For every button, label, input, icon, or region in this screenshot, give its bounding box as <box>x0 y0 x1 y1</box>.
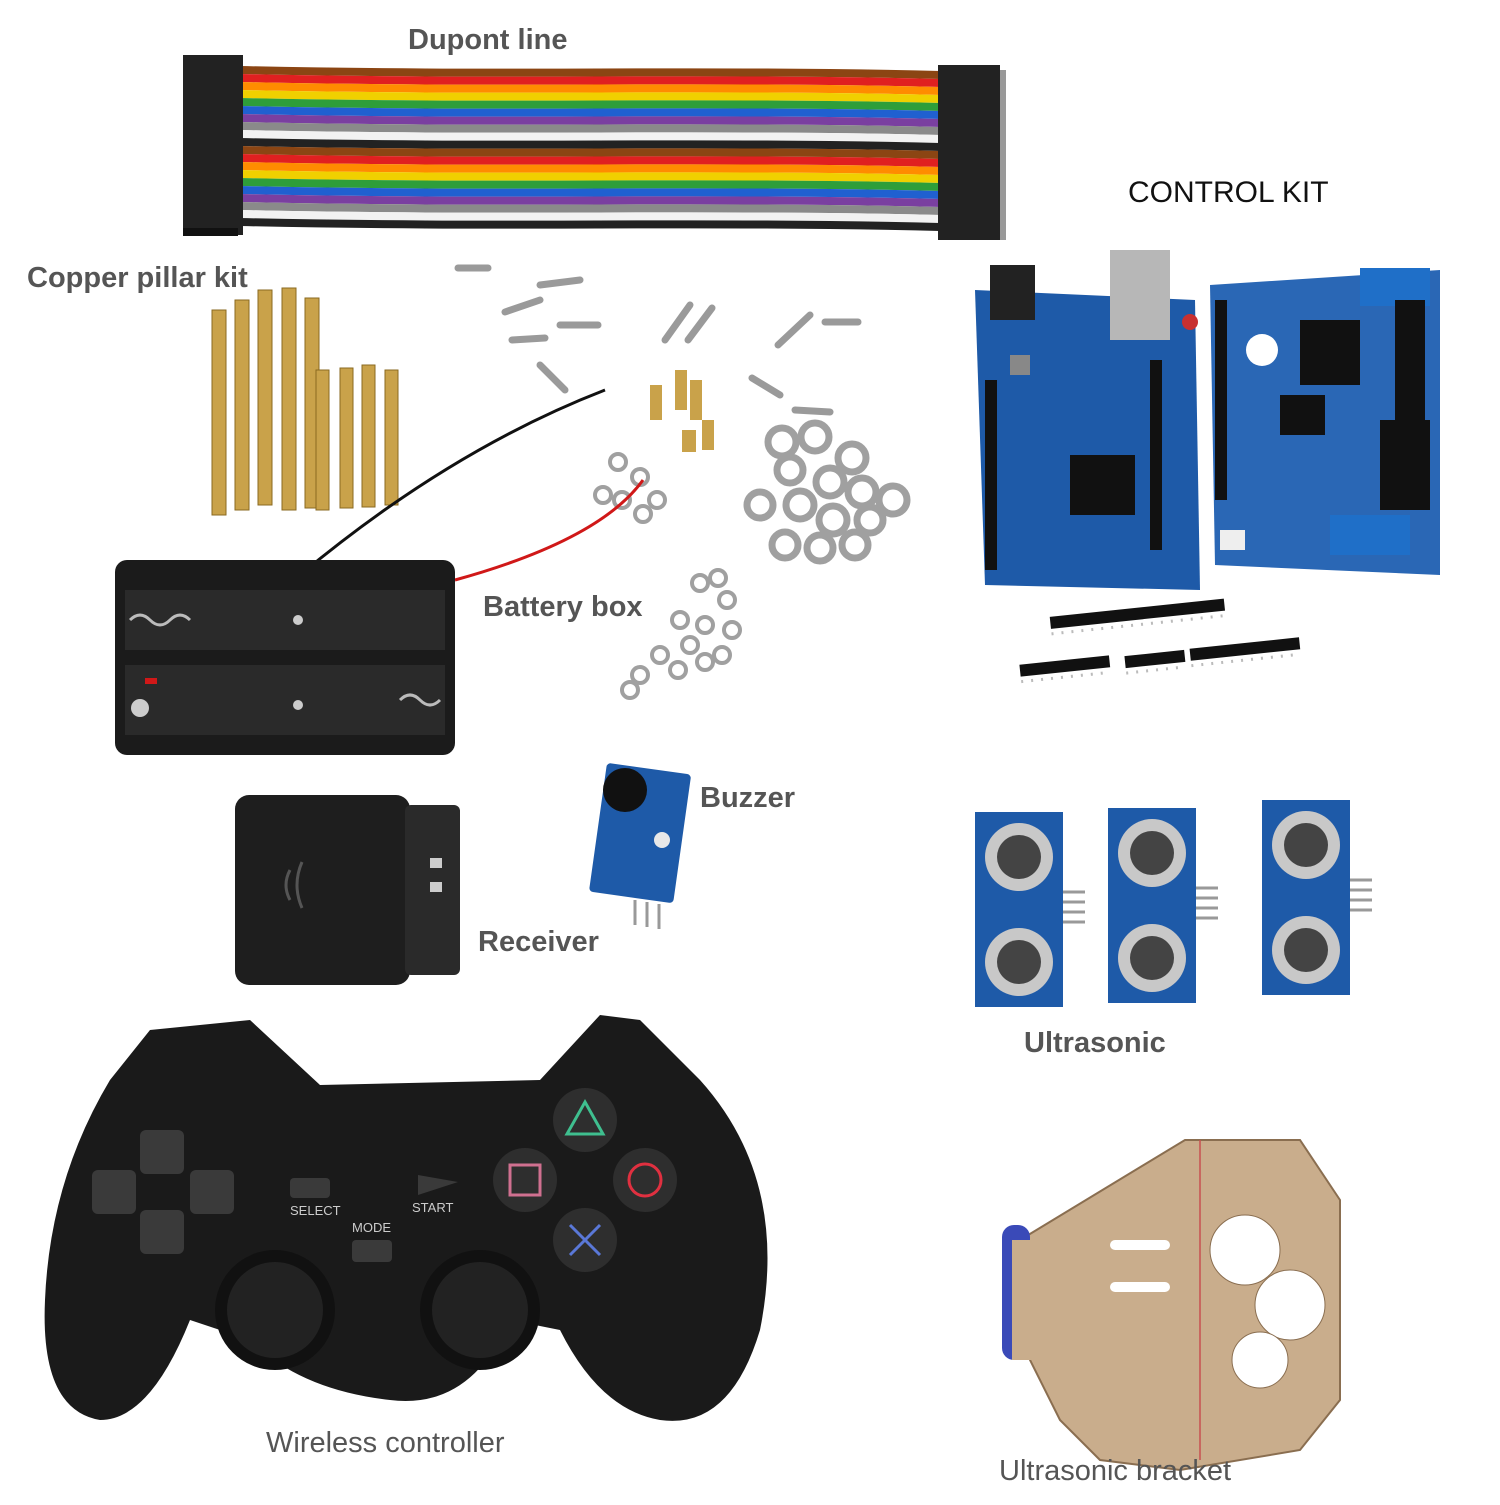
dupont-wire <box>239 186 941 199</box>
battery-box-label: Battery box <box>483 591 643 623</box>
washer <box>633 504 653 524</box>
dupont-wire <box>239 114 941 127</box>
wireless-controller-image: SELECT MODE START <box>44 1015 768 1421</box>
washer <box>875 482 911 518</box>
washer <box>708 568 728 588</box>
dupont-line-label: Dupont line <box>408 24 568 56</box>
dupont-connectors-right <box>938 65 1006 240</box>
washer <box>630 665 650 685</box>
dupont-ribbon-cable <box>239 66 941 231</box>
battery-red-wire <box>454 479 645 582</box>
controller-mode-text: MODE <box>352 1220 391 1235</box>
motor-shield-image <box>1210 268 1440 575</box>
dupont-wire <box>239 82 941 95</box>
washer <box>834 440 870 476</box>
washer <box>812 464 848 500</box>
screws <box>454 264 862 416</box>
washer <box>695 652 715 672</box>
dupont-wire <box>239 178 941 191</box>
washer <box>768 528 802 562</box>
dupont-wire <box>239 138 941 151</box>
dupont-wire <box>239 122 941 135</box>
washer <box>722 620 742 640</box>
washer <box>695 615 715 635</box>
dupont-wire <box>239 154 941 167</box>
dupont-wire <box>239 98 941 111</box>
washer <box>797 419 833 455</box>
ultrasonic-label: Ultrasonic <box>1024 1027 1166 1059</box>
washer <box>773 453 807 487</box>
control-kit-label: CONTROL KIT <box>1128 176 1329 209</box>
dupont-connectors-left <box>183 55 243 236</box>
washer <box>803 531 837 565</box>
buzzer-label: Buzzer <box>700 782 796 814</box>
battery-box-image <box>115 560 455 755</box>
washer <box>782 487 818 523</box>
washer <box>620 680 640 700</box>
washer <box>647 490 667 510</box>
washer <box>764 424 800 460</box>
washer <box>650 645 670 665</box>
dupont-wire <box>239 170 941 183</box>
washer <box>743 488 777 522</box>
dupont-wire <box>239 202 941 215</box>
dupont-wire <box>239 66 941 79</box>
washer <box>712 645 732 665</box>
buzzer-module-image <box>589 763 691 929</box>
washer <box>838 528 872 562</box>
washer <box>608 452 628 472</box>
washer <box>690 573 710 593</box>
ultrasonic-bracket-image <box>1002 1139 1341 1472</box>
wireless-controller-label: Wireless controller <box>266 1427 505 1459</box>
dupont-wire <box>239 218 941 231</box>
battery-black-wire <box>299 388 606 577</box>
washer <box>853 503 887 537</box>
controller-select-text: SELECT <box>290 1203 341 1218</box>
ultrasonic-sensor <box>975 812 1085 1007</box>
washer <box>717 590 737 610</box>
copper-pillars <box>211 287 399 516</box>
washer <box>612 490 632 510</box>
pin-headers <box>1019 598 1301 684</box>
dupont-wire <box>239 146 941 159</box>
ultrasonic-sensors <box>975 800 1372 1007</box>
ultrasonic-sensor <box>1108 808 1218 1003</box>
dupont-wire <box>239 162 941 175</box>
washer <box>668 660 688 680</box>
controller-start-text: START <box>412 1200 453 1215</box>
dupont-wire <box>239 194 941 207</box>
washer <box>815 502 851 538</box>
dupont-wire <box>239 210 941 223</box>
dupont-wire <box>239 130 941 143</box>
washer <box>593 485 613 505</box>
washer <box>844 474 880 510</box>
brass-standoffs <box>650 370 714 452</box>
arduino-board-image <box>975 250 1200 590</box>
receiver-label: Receiver <box>478 926 599 958</box>
washer <box>680 635 700 655</box>
ultrasonic-sensor <box>1262 800 1372 995</box>
dupont-wire <box>239 90 941 103</box>
receiver-image <box>235 795 460 985</box>
ultrasonic-bracket-label: Ultrasonic bracket <box>999 1455 1232 1487</box>
washer <box>670 610 690 630</box>
copper-pillar-kit-label: Copper pillar kit <box>27 262 248 294</box>
dupont-wire <box>239 74 941 87</box>
washers-and-nuts <box>593 419 911 700</box>
dupont-wire <box>239 106 941 119</box>
